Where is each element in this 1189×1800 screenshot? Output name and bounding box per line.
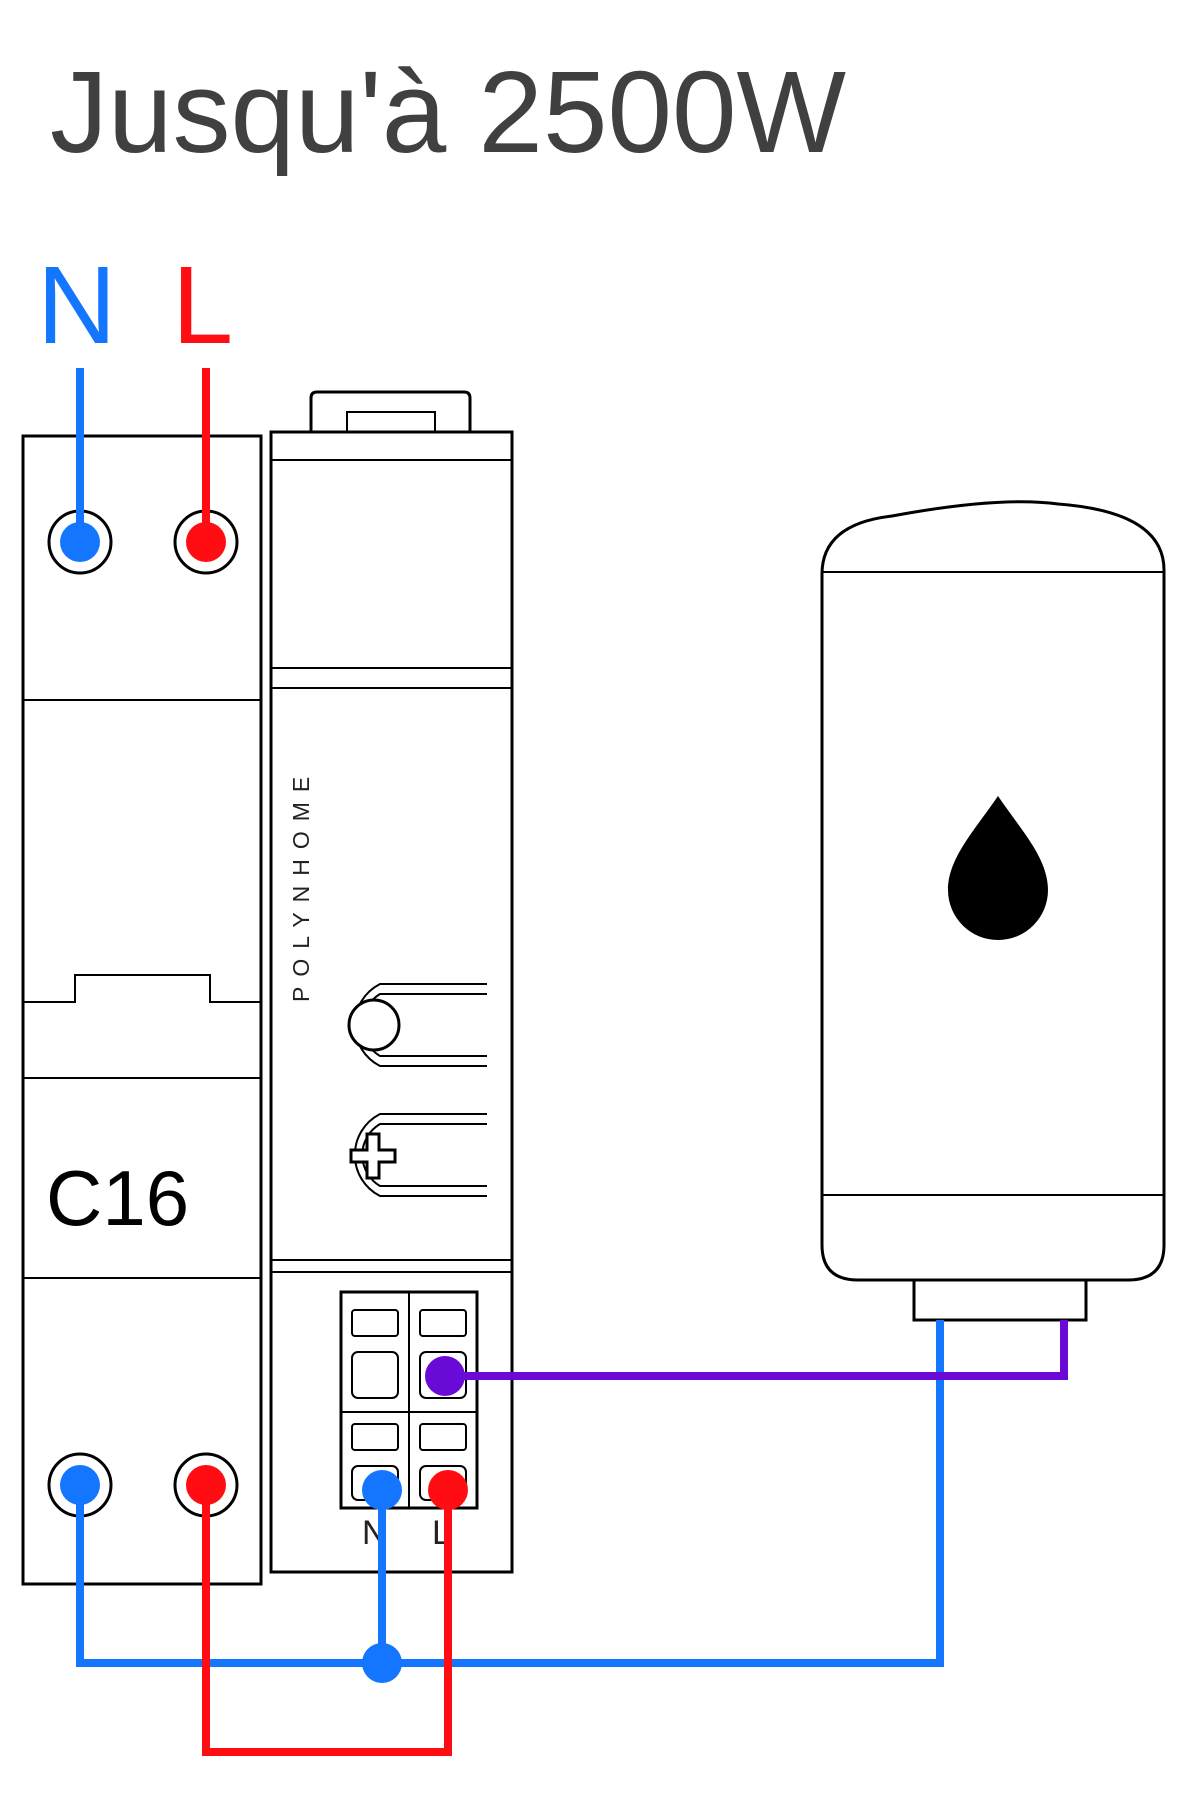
page-title: Jusqu'à 2500W [50, 47, 846, 177]
load-output-wire [445, 1320, 1068, 1380]
dot-module-l [428, 1470, 468, 1510]
dot-supply-n [60, 522, 100, 562]
brand-label: POLYNHOME [288, 767, 314, 1002]
live-module-wire [202, 1485, 452, 1756]
push-button[interactable] [347, 983, 487, 1067]
adjust-screw[interactable] [349, 1113, 487, 1197]
dot-module-n [362, 1470, 402, 1510]
dot-breaker-out-l [186, 1465, 226, 1505]
dot-supply-l [186, 522, 226, 562]
circuit-breaker: C16 [21, 434, 263, 1586]
live-label: L [172, 244, 233, 367]
water-drop-icon [948, 796, 1048, 940]
wires [76, 368, 1068, 1756]
water-heater-icon [820, 500, 1166, 1322]
breaker-rating: C16 [46, 1154, 189, 1242]
polynhome-module: POLYNHOME N L [269, 390, 514, 1574]
dot-neutral-junction [362, 1643, 402, 1683]
neutral-load-wire [76, 1320, 944, 1667]
neutral-label: N [37, 244, 116, 367]
dot-breaker-out-n [60, 1465, 100, 1505]
dot-module-out [425, 1356, 465, 1396]
